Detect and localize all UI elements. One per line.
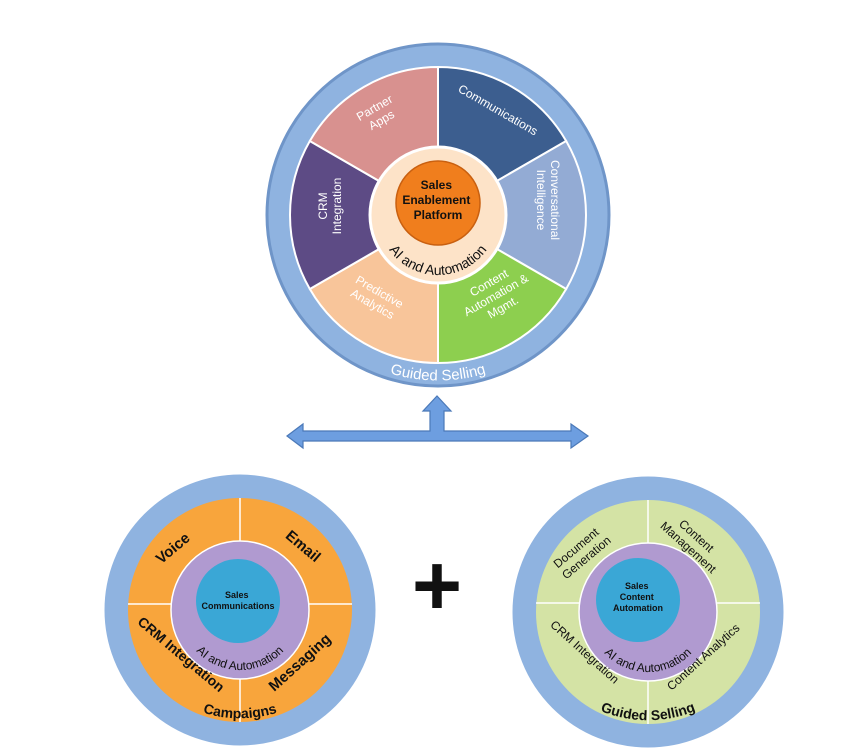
bl-outer-ring-label: Campaigns <box>202 700 278 721</box>
top-segment <box>289 139 441 291</box>
br-core-line: Content <box>620 592 654 602</box>
bl-core-label: Sales Communications <box>201 590 274 611</box>
br-core-line: Automation <box>613 603 663 613</box>
top-core <box>395 160 481 246</box>
top-core-line: Enablement <box>402 193 470 207</box>
bl-core-line: Sales <box>225 590 249 600</box>
branch-arrow <box>286 395 590 450</box>
br-core-line: Sales <box>625 581 649 591</box>
bottom-right-wheel: Sales Content Automation AI and Automati… <box>512 476 784 748</box>
top-segment-label-line: Integration <box>330 178 344 235</box>
bl-core <box>196 559 280 643</box>
top-core-line: Platform <box>414 208 463 222</box>
top-segment-label-line: Conversational <box>548 160 562 240</box>
plus-symbol: + <box>412 538 462 634</box>
top-core-label: Sales Enablement Platform <box>402 178 473 222</box>
bottom-left-wheel: Sales Communications AI and Automation C… <box>104 474 376 746</box>
br-core <box>596 558 680 642</box>
bl-core-line: Communications <box>201 601 274 611</box>
top-outer-ring-text: Guided Selling <box>389 361 487 385</box>
top-segment-label: CRMIntegration <box>316 178 344 235</box>
bl-outer-ring-text: Campaigns <box>202 700 278 721</box>
top-outer-ring-label: Guided Selling <box>389 361 487 385</box>
top-core-line: Sales <box>421 178 453 192</box>
br-core-label: Sales Content Automation <box>613 581 663 613</box>
top-segment <box>435 139 587 291</box>
top-segment-label-line: CRM <box>316 192 330 219</box>
top-wheel: CommunicationsConversationalIntelligence… <box>265 42 611 388</box>
top-segment-label-line: Intelligence <box>534 170 548 231</box>
top-segment-label: ConversationalIntelligence <box>534 160 562 240</box>
branch-arrow-shape <box>286 395 590 450</box>
